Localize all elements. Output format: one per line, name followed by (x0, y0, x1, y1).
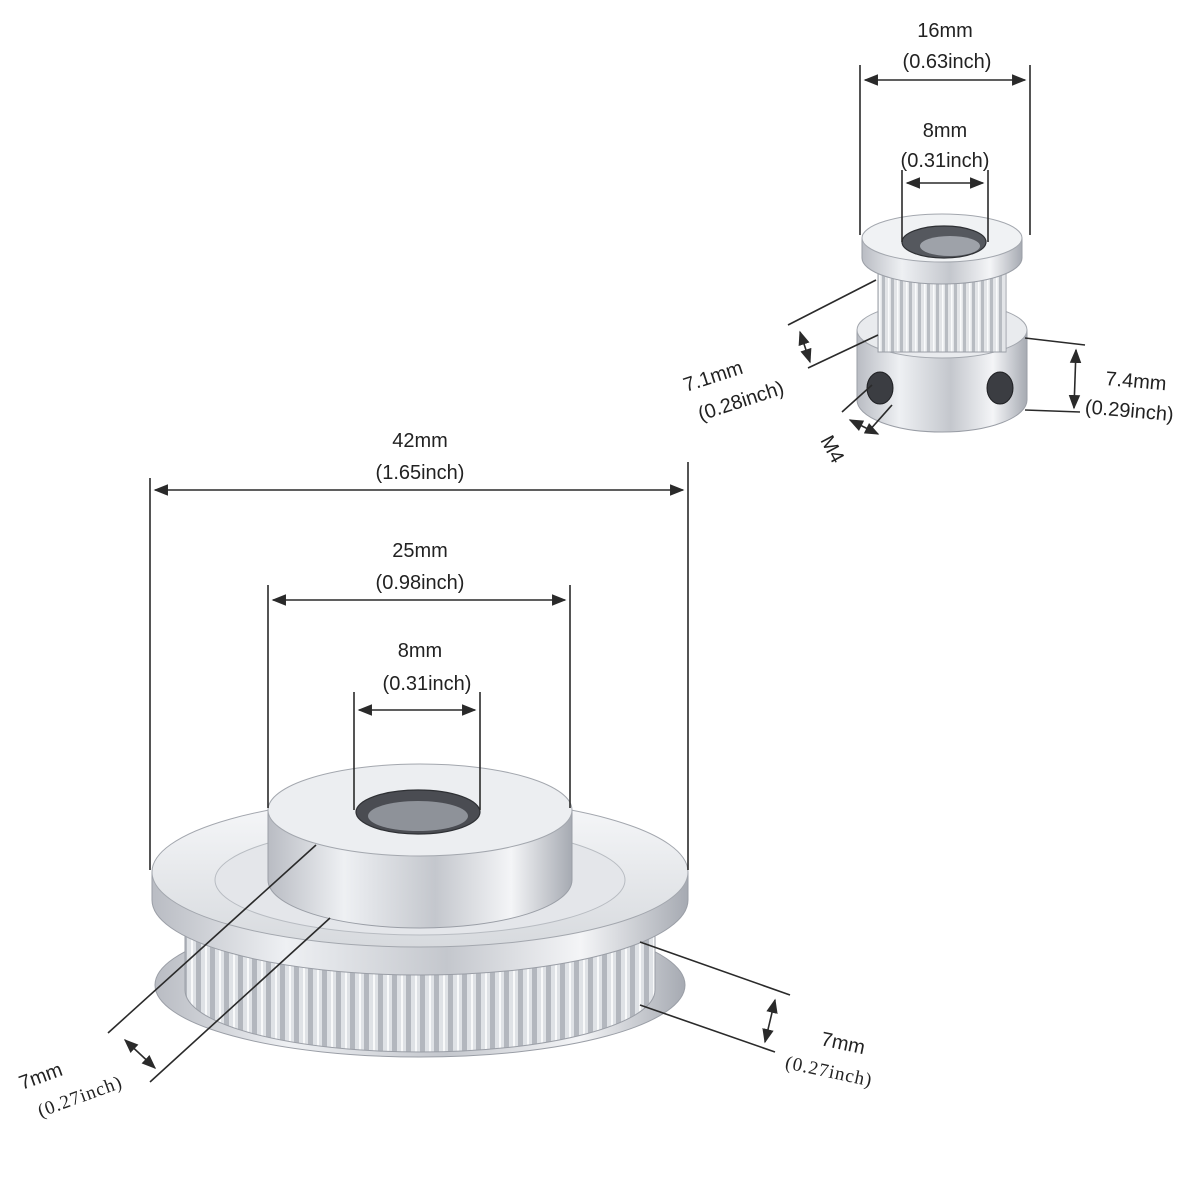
label-small-bore-inch: (0.31inch) (901, 150, 990, 172)
label-25mm: 25mm (392, 540, 448, 562)
label-large-bore-inch: (0.31inch) (383, 673, 472, 695)
small-pulley-set-screw-right (986, 371, 1014, 405)
label-small-bore-mm: 8mm (923, 120, 967, 142)
label-1-65inch: (1.65inch) (376, 462, 465, 484)
small-pulley-set-screw-left (866, 371, 894, 405)
label-7-1mm-group: 7.1mm (0.28inch) (681, 357, 787, 426)
label-7-4mm-group: 7.4mm (0.29inch) (1084, 368, 1175, 426)
small-pulley-collar (856, 329, 1028, 433)
small-pulley-dimensions (787, 65, 1086, 435)
label-0-63inch: (0.63inch) (903, 51, 992, 73)
label-0-98inch: (0.98inch) (376, 572, 465, 594)
label-m4: M4 (816, 432, 848, 467)
label-large-bore-mm: 8mm (398, 640, 442, 662)
dim-arrow-7-4mm (1068, 348, 1082, 410)
label-m4-group: M4 (816, 432, 848, 467)
label-42mm: 42mm (392, 430, 448, 452)
large-pulley-dimensions (107, 462, 791, 1083)
label-left-7mm: 7mm (16, 1059, 65, 1095)
dim-arrow-7-1mm (798, 330, 812, 364)
label-left-7mm-group: 7mm (0.27inch) (16, 1059, 125, 1122)
dim-arrow-right-7mm (762, 998, 778, 1044)
label-right-7mm-group: 7mm (0.27inch) (783, 1028, 874, 1091)
label-right-7mm: 7mm (819, 1028, 867, 1059)
label-16mm: 16mm (917, 20, 973, 42)
dim-arrow-m4 (848, 419, 880, 435)
label-0-29inch: (0.29inch) (1084, 396, 1175, 426)
large-pulley-bore-thread (368, 801, 468, 831)
large-pulley (151, 763, 689, 1058)
label-7-4mm: 7.4mm (1105, 368, 1168, 395)
dim-arrow-left-7mm (123, 1039, 157, 1069)
small-pulley (856, 213, 1028, 433)
small-pulley-bore-inner (920, 236, 980, 256)
